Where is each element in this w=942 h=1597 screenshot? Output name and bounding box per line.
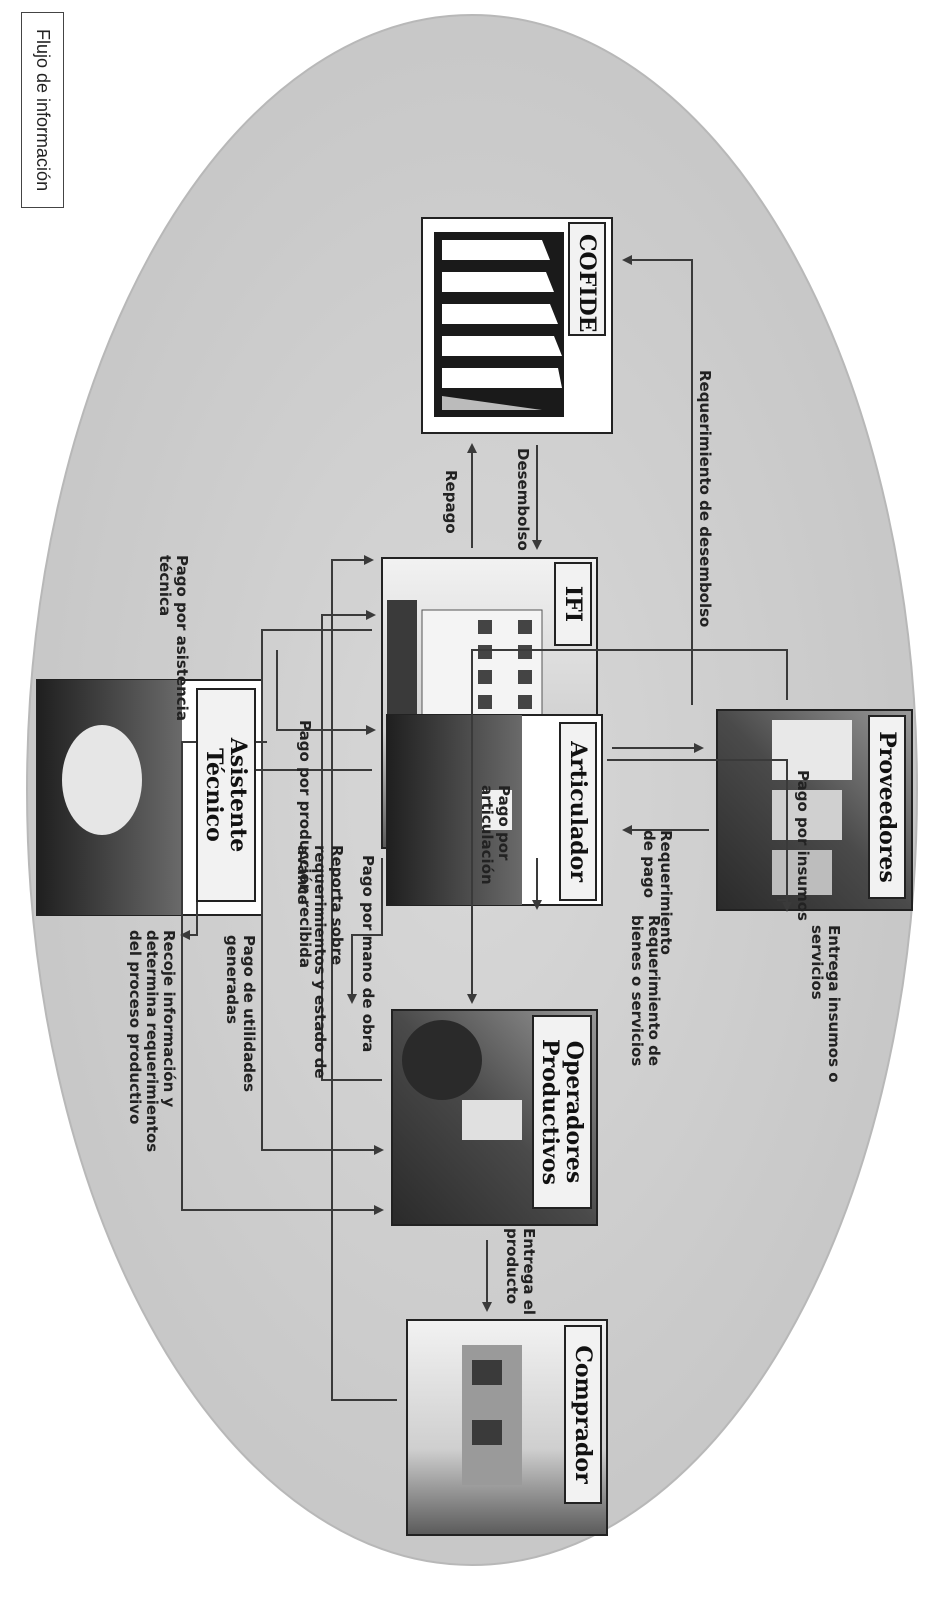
label-pago-articulacion-2: articulación (478, 785, 496, 885)
label-entrega-producto-2: producto (503, 1228, 521, 1305)
label-desembolso: Desembolso (514, 448, 532, 551)
edge-pago-mano-obra (351, 858, 383, 1002)
label-recoje-1: Recoje información y (160, 930, 178, 1108)
label-recoje-3: del proceso productivo (126, 930, 144, 1125)
asistente-title-line1: Asistente (225, 737, 251, 853)
label-entrega-producto: Entrega el producto (503, 1228, 538, 1316)
label-pago-articulacion: Pago por articulación (478, 785, 513, 885)
comprador-node (406, 1319, 608, 1536)
label-req-desembolso: Requerimiento de desembolso (696, 370, 714, 628)
articulador-node (386, 714, 603, 906)
proveedores-title: Proveedores (868, 715, 906, 899)
label-entrega-insumos-1: Entrega insumos o (825, 925, 843, 1083)
label-req-bienes-1: Requerimiento de (645, 915, 663, 1067)
edge-comprador-ifi (331, 555, 397, 1401)
label-repago: Repago (442, 470, 460, 534)
legend-box: Flujo de información (21, 12, 64, 209)
edge-req-desembolso (622, 255, 693, 705)
label-entrega-insumos-2: servicios (808, 925, 826, 1000)
label-entrega-producto-1: Entrega el (520, 1228, 538, 1316)
label-recoje: Recoje información y determina requerimi… (126, 930, 178, 1153)
label-pago-utilidades: Pago de utilidades generadas (223, 935, 258, 1093)
articulador-title: Articulador (559, 722, 597, 901)
ifi-title: IFI (554, 562, 592, 646)
label-pago-asistencia-2: técnica (156, 555, 174, 617)
edge-pago-produccion (321, 610, 382, 1081)
cofide-logo-icon (434, 232, 564, 417)
asistente-title-line2: Técnico (201, 748, 227, 842)
label-recoje-2: determina requerimientos (143, 930, 161, 1153)
cofide-title: COFIDE (568, 222, 606, 336)
operadores-title-line2: Productivos (537, 1039, 563, 1185)
edge-pago-insumos (607, 759, 788, 901)
legend-text: Flujo de información (33, 29, 53, 192)
label-reporta-2: requerimientos y estado de (311, 845, 329, 1079)
edge-entrega-insumos (467, 649, 788, 1004)
label-reporta: Reporta sobre requerimientos y estado de… (294, 845, 346, 1079)
label-pago-articulacion-1: Pago por (495, 785, 513, 861)
cofide-node (421, 217, 613, 434)
label-reporta-1: Reporta sobre (328, 845, 346, 966)
operadores-title-line1: Operadores (561, 1040, 587, 1184)
label-reporta-3: avance (294, 845, 312, 905)
label-req-pago-2: de pago (640, 830, 658, 899)
label-entrega-insumos: Entrega insumos o servicios (808, 925, 843, 1083)
label-pago-mano-obra: Pago por mano de obra (359, 855, 377, 1053)
label-pago-utilidades-2: generadas (223, 935, 241, 1025)
label-req-bienes: Requerimiento de bienes o servicios (628, 915, 663, 1067)
label-pago-asistencia-1: Pago por asistencia (173, 555, 191, 721)
operadores-title: Operadores Productivos (532, 1015, 592, 1209)
edges (180, 255, 792, 1401)
label-pago-insumos: Pago por insumos (794, 770, 812, 921)
label-pago-utilidades-1: Pago de utilidades (240, 935, 258, 1093)
edge-pago-utilidades (261, 629, 384, 1155)
comprador-title: Comprador (564, 1325, 602, 1504)
edge-reporta (276, 650, 376, 735)
label-req-bienes-2: bienes o servicios (628, 915, 646, 1067)
asistente-title: Asistente Técnico (196, 688, 256, 902)
label-pago-asistencia: Pago por asistencia técnica (156, 555, 191, 721)
